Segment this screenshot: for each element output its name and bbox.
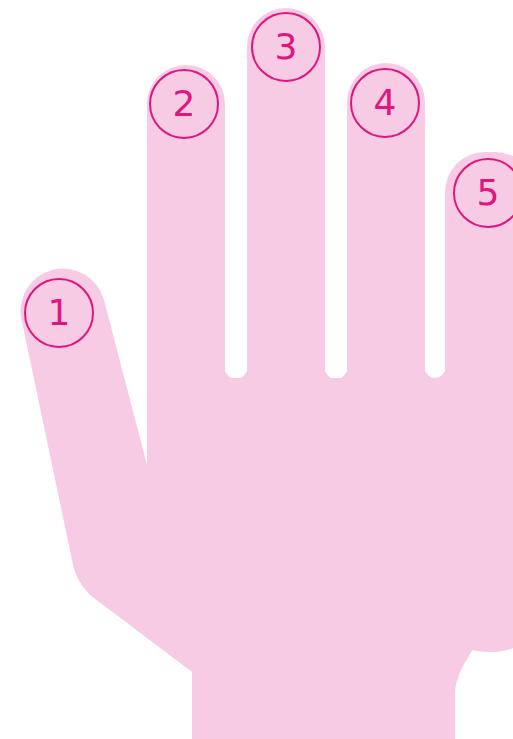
- palm-fill: [147, 378, 513, 388]
- callout-number: 4: [374, 85, 397, 121]
- hand-shape: [21, 8, 513, 739]
- finger-number-circle: 4: [350, 68, 420, 138]
- gap-end: [325, 357, 347, 379]
- palm-strip: [147, 378, 513, 388]
- finger-number-circle: 5: [453, 158, 513, 228]
- callout-number: 2: [173, 86, 196, 122]
- finger-number-circle: 1: [24, 278, 94, 348]
- finger-number-circle: 3: [251, 12, 321, 82]
- palm-and-thumb: [21, 269, 513, 739]
- finger-gaps: [225, 357, 445, 379]
- gap-end: [425, 358, 445, 378]
- callout-number: 5: [477, 175, 500, 211]
- gap-end: [225, 357, 247, 379]
- callout-number: 1: [48, 295, 71, 331]
- finger-number-circle: 2: [149, 69, 219, 139]
- callout-number: 3: [275, 29, 298, 65]
